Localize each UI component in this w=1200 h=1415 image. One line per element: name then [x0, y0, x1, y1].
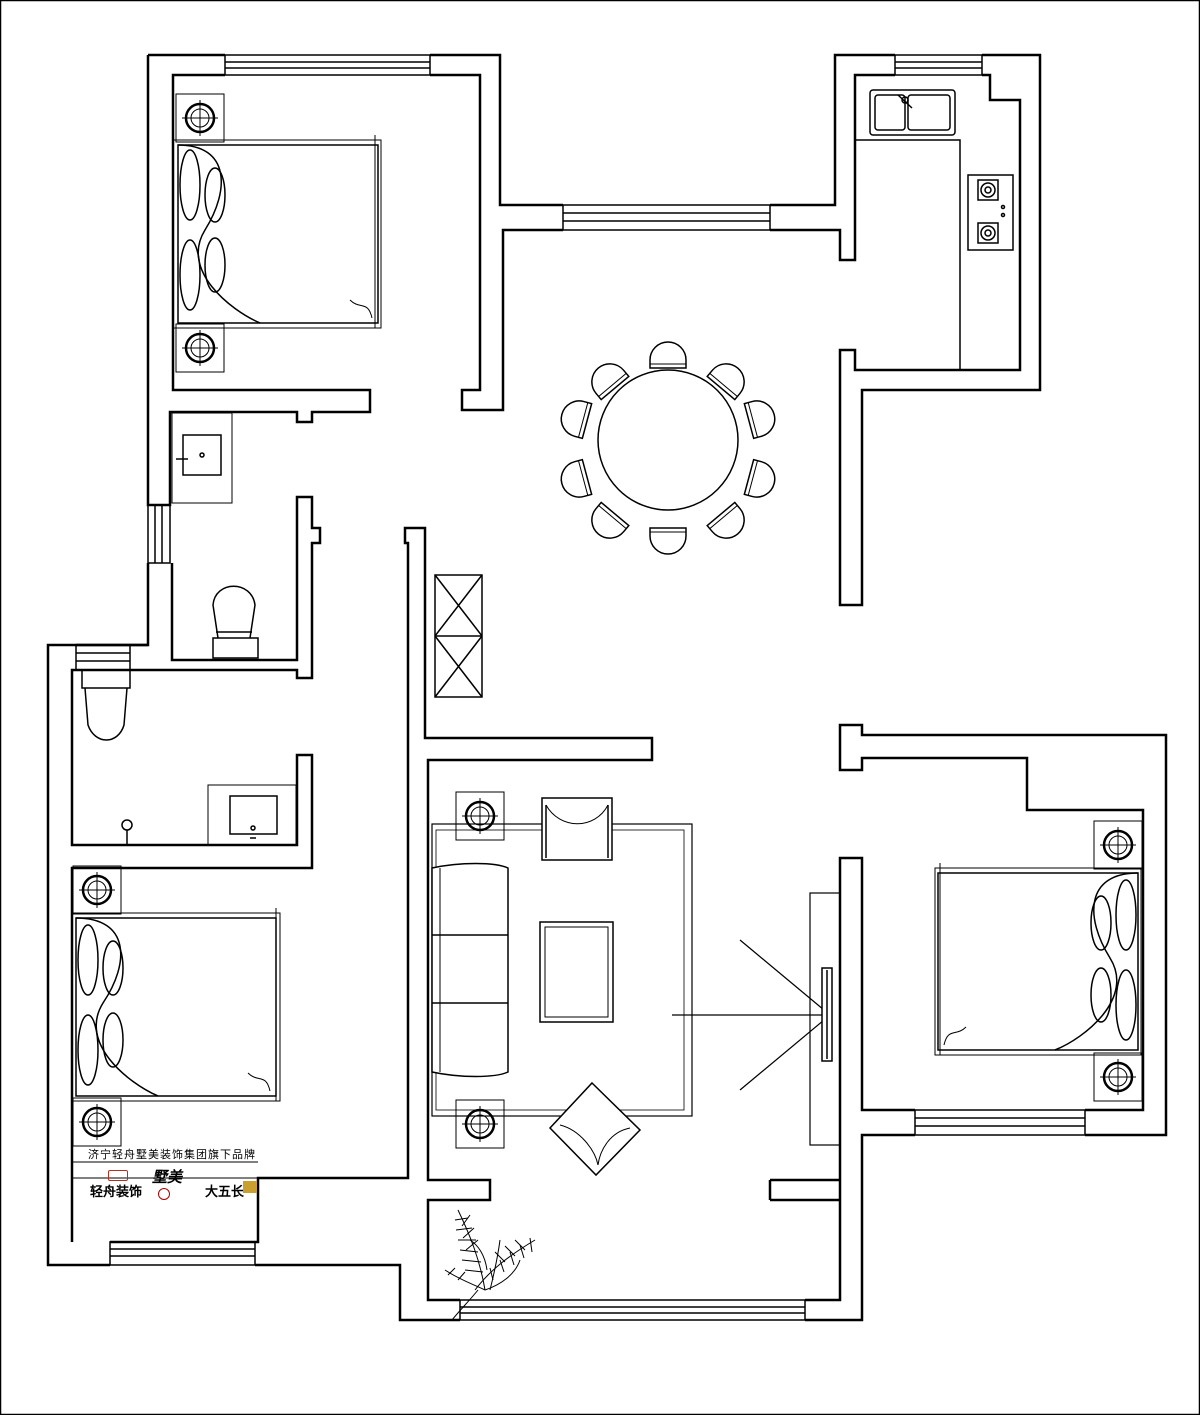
window-icon: [75, 644, 131, 671]
bed-icon: [71, 908, 281, 1102]
bed-icon: [934, 863, 1142, 1056]
washbasin-icon: [171, 412, 233, 504]
chair-icon: [583, 501, 630, 547]
chair-icon: [706, 501, 753, 547]
nightstand-lamp-icon: [71, 864, 123, 916]
nightstand-lamp-icon: [454, 1098, 506, 1150]
chair-icon: [743, 458, 780, 503]
chair-icon: [649, 341, 687, 369]
nightstand-lamp-icon: [174, 322, 226, 374]
chair-icon: [583, 355, 630, 401]
company-tagline: 济宁轻舟墅美装饰集团旗下品牌: [88, 1148, 256, 1161]
window-icon: [459, 1299, 806, 1321]
window-icon: [147, 504, 171, 564]
chair-icon: [556, 458, 593, 503]
armchair-icon: [541, 797, 613, 861]
kitchen-counter: [855, 139, 961, 370]
window-icon: [224, 54, 431, 76]
window-icon: [109, 1241, 256, 1266]
tv-icon: [821, 967, 833, 1062]
nightstand-lamp-icon: [1092, 819, 1144, 871]
washbasin-icon: [121, 784, 297, 846]
nightstand-lamp-icon: [1092, 1051, 1144, 1103]
shumei-seal-icon: [158, 1188, 170, 1200]
nightstand-lamp-icon: [174, 92, 226, 144]
chair-icon: [743, 395, 780, 440]
qingzhou-logo-icon: [108, 1170, 128, 1181]
coffee-table-icon: [539, 921, 614, 1023]
brand-panel: [72, 1161, 258, 1179]
chair-icon: [706, 355, 753, 401]
armchair-icon: [548, 1081, 642, 1177]
sofa-icon: [431, 862, 509, 1078]
cabinet-icon: [434, 574, 483, 698]
nightstand-lamp-icon: [454, 790, 506, 842]
windows: [75, 54, 1086, 1321]
nightstand-lamp-icon: [71, 1096, 123, 1148]
dawuzhang-seal-icon: [243, 1181, 257, 1193]
window-icon: [562, 204, 771, 231]
dining-table-icon: [556, 341, 780, 555]
kitchen-sink-icon: [869, 89, 956, 136]
gas-stove-icon: [967, 174, 1014, 251]
chair-icon: [649, 527, 687, 555]
logo-shumei: 墅美: [152, 1168, 183, 1186]
toilet-icon: [81, 669, 131, 741]
toilet-icon: [212, 585, 259, 659]
window-icon: [914, 1109, 1086, 1136]
plant-icon: [444, 1209, 536, 1321]
logo-dawuzhang: 大五长: [205, 1185, 245, 1200]
tv-cabinet: [672, 892, 841, 1146]
bed-icon: [172, 135, 382, 329]
logo-qingzhou: 轻舟装饰: [90, 1185, 143, 1200]
chair-icon: [556, 395, 593, 440]
window-icon: [894, 54, 983, 76]
